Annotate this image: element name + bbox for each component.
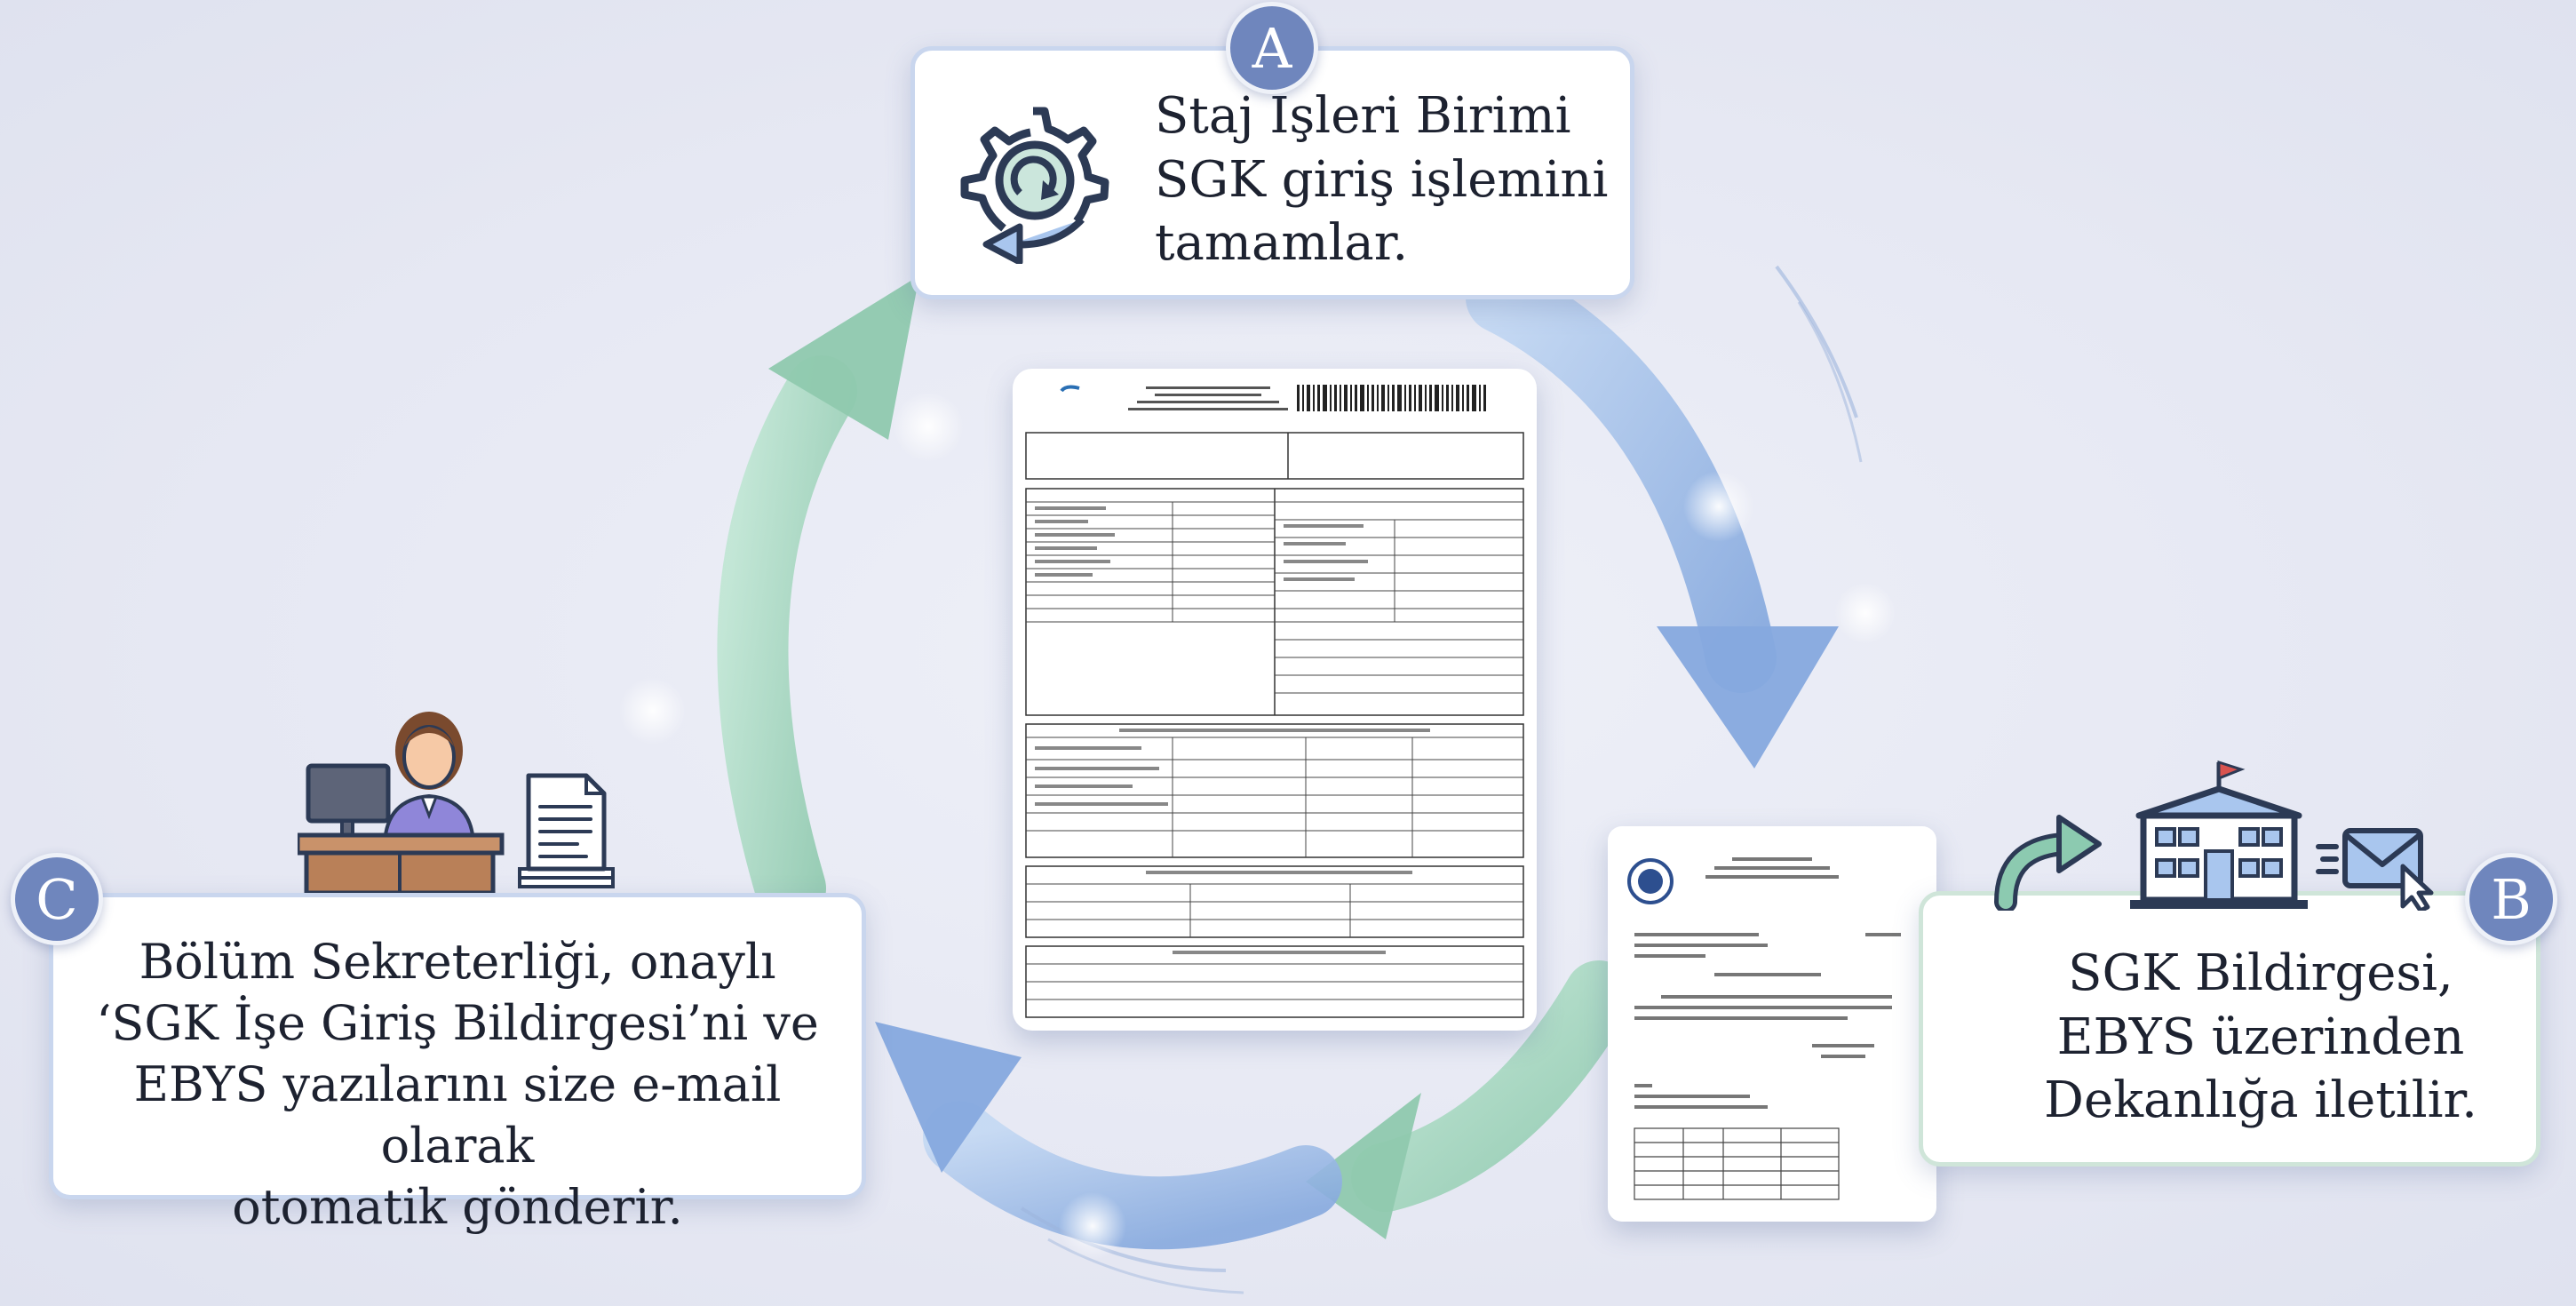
- secretary-at-desk-icon: [295, 711, 511, 896]
- letter-illustration: [1627, 857, 1901, 1200]
- motion-line: [1020, 1206, 1227, 1272]
- step-a-text: Staj İşleri Birimi SGK giriş işlemini ta…: [1155, 87, 1609, 273]
- step-c-text: Bölüm Sekreterliği, onaylı ‘SGK İşe Giri…: [96, 934, 819, 1236]
- curved-arrow-icon: [1988, 813, 2103, 913]
- step-b-card: SGK Bildirgesi, EBYS üzerinden Dekanlığa…: [1919, 891, 2540, 1167]
- glow: [1834, 582, 1896, 644]
- motion-line: [1797, 301, 1863, 463]
- glow: [619, 677, 687, 745]
- glow: [1683, 471, 1754, 542]
- step-b-text: SGK Bildirgesi, EBYS üzerinden Dekanlığa…: [2044, 944, 2477, 1130]
- glow: [893, 391, 964, 462]
- arrow-b-to-c-blue: [923, 1101, 1342, 1250]
- ebys-letter-document: [1608, 826, 1936, 1222]
- sgk-form-document: [1013, 369, 1537, 1031]
- arrow-c-to-a: [717, 355, 857, 924]
- email-send-icon: [2314, 813, 2447, 913]
- form-illustration: [1025, 385, 1524, 1018]
- step-a-badge: A: [1226, 2, 1318, 94]
- arrow-b-to-c-blue-head: [875, 1022, 1022, 1173]
- step-c-badge: C: [11, 853, 103, 945]
- motion-line: [1775, 265, 1858, 418]
- step-c-card: Bölüm Sekreterliği, onaylı ‘SGK İşe Giri…: [49, 893, 866, 1235]
- glow: [1059, 1192, 1126, 1260]
- arrow-a-to-b: [1466, 262, 1777, 693]
- step-b-badge: B: [2465, 853, 2557, 945]
- arrow-b-to-c-green-head: [1306, 1093, 1421, 1239]
- document-stack-icon: [515, 771, 617, 891]
- arrow-b-to-c-green: [1351, 960, 1634, 1212]
- building-icon: [2121, 753, 2317, 913]
- arrow-c-to-a-head: [768, 275, 919, 440]
- gear-refresh-icon: [949, 95, 1117, 266]
- arrow-a-to-b-head: [1657, 626, 1839, 768]
